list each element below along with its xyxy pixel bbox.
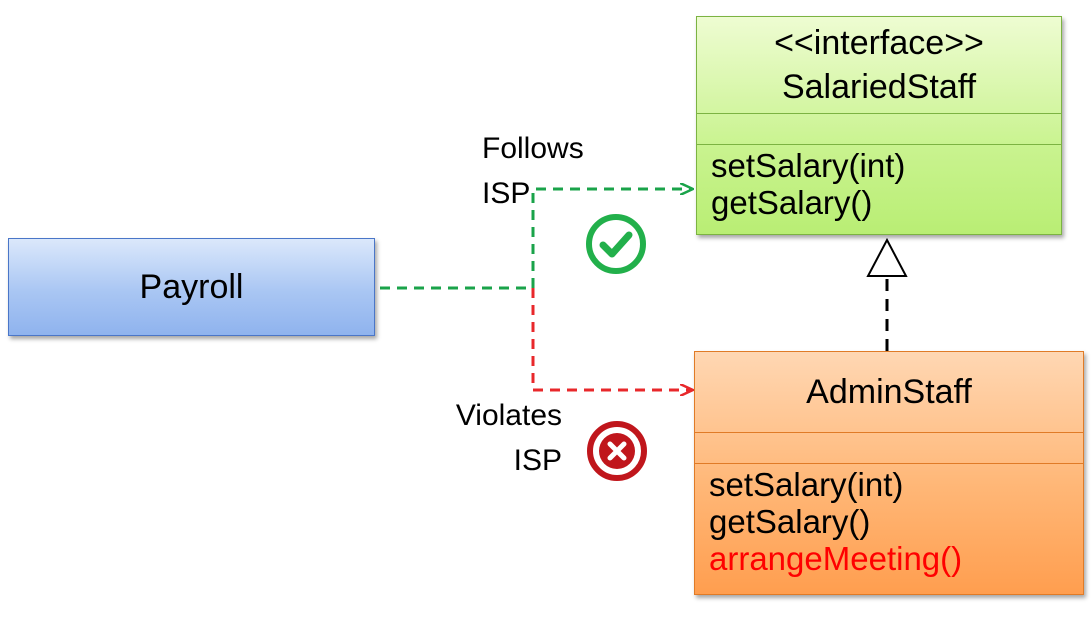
payroll-class: Payroll — [8, 238, 375, 336]
extra-operation: arrangeMeeting() — [709, 540, 963, 577]
follows-text: Follows — [482, 132, 584, 165]
follows-dependency-line — [380, 189, 692, 290]
follows-isp-label: Follows ISP — [482, 126, 584, 216]
realization-arrowhead — [866, 237, 908, 277]
admin-staff-name-compartment: AdminStaff — [695, 352, 1083, 433]
salaried-staff-name: SalariedStaff — [781, 68, 977, 106]
isp-text: ISP — [482, 177, 531, 210]
operation: getSalary() — [711, 184, 873, 221]
violates-text: Violates — [455, 399, 562, 432]
admin-staff-operations: setSalary(int) getSalary() arrangeMeetin… — [695, 464, 1083, 577]
admin-staff-class: AdminStaff setSalary(int) getSalary() ar… — [694, 351, 1084, 595]
admin-staff-name: AdminStaff — [806, 373, 972, 411]
check-circle-icon — [586, 214, 646, 274]
salaried-staff-name-compartment: <<interface>> SalariedStaff — [697, 17, 1061, 114]
operation: getSalary() — [709, 503, 871, 540]
operation: setSalary(int) — [711, 147, 906, 184]
violates-dependency-line — [531, 288, 692, 390]
salaried-staff-interface: <<interface>> SalariedStaff setSalary(in… — [696, 16, 1062, 235]
salaried-staff-operations: setSalary(int) getSalary() — [697, 145, 1061, 221]
violates-isp-label: Violates ISP — [440, 393, 562, 483]
cross-circle-icon — [587, 421, 647, 481]
interface-stereotype: <<interface>> — [774, 24, 984, 62]
isp-text: ISP — [513, 444, 562, 477]
payroll-label: Payroll — [139, 267, 244, 306]
admin-staff-attributes-compartment — [695, 433, 1083, 464]
salaried-staff-attributes-compartment — [697, 114, 1061, 145]
operation: setSalary(int) — [709, 466, 904, 503]
